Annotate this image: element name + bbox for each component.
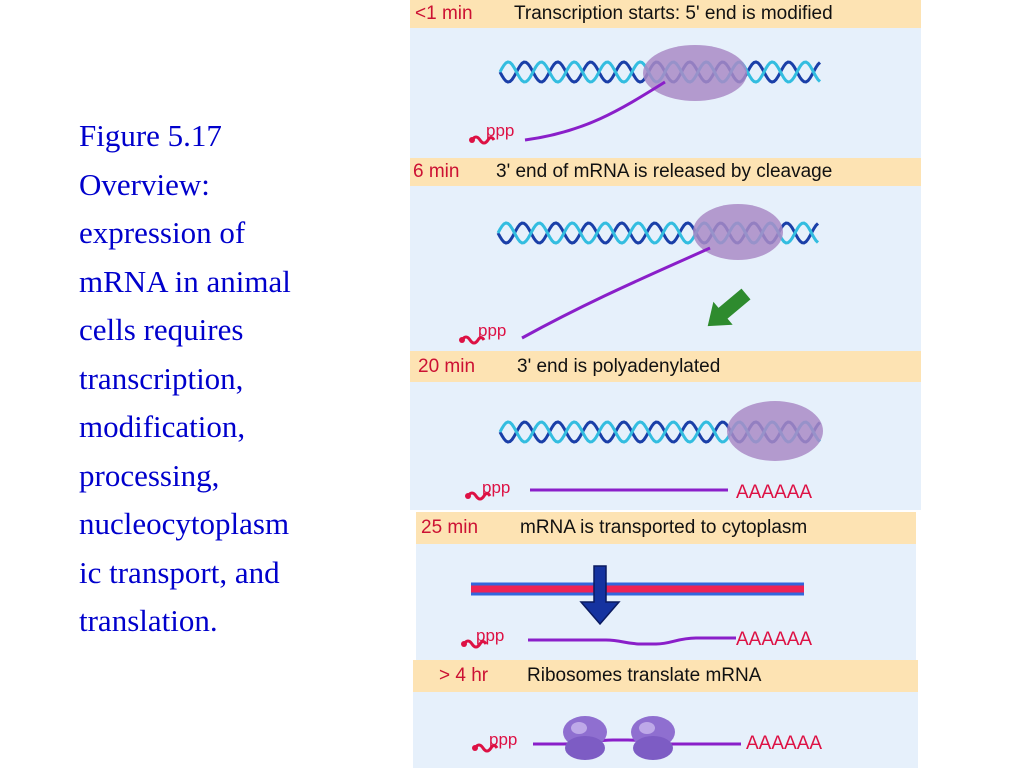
caption-line: Figure 5.17 xyxy=(79,118,222,153)
panel-transcription-starts: <1 min Transcription starts: 5' end is m… xyxy=(410,0,921,158)
panel-illustration: ppp xyxy=(469,45,822,145)
caption-line: processing, xyxy=(79,457,220,493)
5-prime-cap-icon xyxy=(465,491,492,501)
cap-dot xyxy=(461,641,467,647)
panel-time: 25 min xyxy=(421,517,479,538)
cap-dot xyxy=(469,137,475,143)
transport-arrow-icon xyxy=(579,565,621,626)
caption-line: cells requires xyxy=(79,312,244,347)
mrna-strand xyxy=(521,246,711,340)
cap-label: ppp xyxy=(486,121,514,140)
caption-line: nucleocytoplasm xyxy=(79,506,290,541)
mrna-strand xyxy=(524,80,666,142)
cap-squiggle xyxy=(473,743,499,753)
cap-dot xyxy=(465,493,471,499)
figure-caption: Figure 5.17 Overview: expression of mRNA… xyxy=(79,112,371,646)
panel-header: 20 min 3' end is polyadenylated xyxy=(410,351,921,382)
rna-polymerase xyxy=(693,204,783,260)
rna-polymerase xyxy=(727,401,823,461)
cap-label: ppp xyxy=(482,478,510,497)
caption-line: modification, xyxy=(79,409,246,444)
caption-line: translation. xyxy=(79,603,218,638)
panel-description: mRNA is transported to cytoplasm xyxy=(520,517,808,538)
panel-time: 20 min xyxy=(418,356,476,377)
ribosome xyxy=(563,716,607,760)
cap-label: ppp xyxy=(489,730,517,749)
panel-description: Transcription starts: 5' end is modified xyxy=(514,3,833,24)
caption-line: ic transport, and xyxy=(79,554,280,590)
poly-a-tail-label: AAAAAA xyxy=(746,733,822,754)
cap-squiggle xyxy=(460,335,486,345)
cap-squiggle xyxy=(466,491,492,501)
5-prime-cap-icon xyxy=(459,335,486,345)
panel-nuclear-export: 25 min mRNA is transported to cytoplasm … xyxy=(416,512,916,660)
mrna-strand xyxy=(528,636,736,646)
poly-a-tail-label: AAAAAA xyxy=(736,629,812,650)
poly-a-tail-label: AAAAAA xyxy=(736,482,812,503)
cap-squiggle xyxy=(470,135,496,145)
panel-description: Ribosomes translate mRNA xyxy=(527,665,762,686)
panel-illustration: ppp AAAAAA xyxy=(465,401,823,503)
panel-time: > 4 hr xyxy=(439,665,489,686)
cap-label: ppp xyxy=(478,321,506,340)
5-prime-cap-icon xyxy=(469,135,496,145)
panel-illustration: ppp AAAAAA xyxy=(472,716,822,760)
panel-illustration: ppp AAAAAA xyxy=(461,565,812,650)
cap-squiggle xyxy=(462,639,488,649)
panel-header: > 4 hr Ribosomes translate mRNA xyxy=(413,660,918,692)
panel-header: 6 min 3' end of mRNA is released by clea… xyxy=(410,158,921,186)
cap-dot xyxy=(472,745,478,751)
caption-line: mRNA in animal xyxy=(79,263,291,299)
panel-header: <1 min Transcription starts: 5' end is m… xyxy=(410,0,921,28)
panel-time: <1 min xyxy=(415,3,473,24)
rna-polymerase xyxy=(643,45,747,101)
panel-time: 6 min xyxy=(413,161,460,182)
5-prime-cap-icon xyxy=(472,743,499,753)
panel-description: 3' end is polyadenylated xyxy=(517,356,721,377)
cap-label: ppp xyxy=(476,626,504,645)
5-prime-cap-icon xyxy=(461,639,488,649)
panel-description: 3' end of mRNA is released by cleavage xyxy=(496,161,833,182)
caption-line: Overview: xyxy=(79,166,210,202)
panel-polyadenylation: 20 min 3' end is polyadenylated ppp AAAA… xyxy=(410,351,921,510)
panel-translation: > 4 hr Ribosomes translate mRNA ppp AAAA… xyxy=(413,660,918,768)
caption-line: expression of xyxy=(79,215,246,250)
ribosome xyxy=(631,716,675,760)
panel-illustration: ppp xyxy=(459,204,820,345)
cap-dot xyxy=(459,337,465,343)
panel-cleavage: 6 min 3' end of mRNA is released by clea… xyxy=(410,158,921,351)
panel-header: 25 min mRNA is transported to cytoplasm xyxy=(416,512,916,544)
caption-line: transcription, xyxy=(79,360,244,396)
cleavage-arrow-icon xyxy=(707,288,751,327)
nuclear-membrane xyxy=(471,584,804,594)
